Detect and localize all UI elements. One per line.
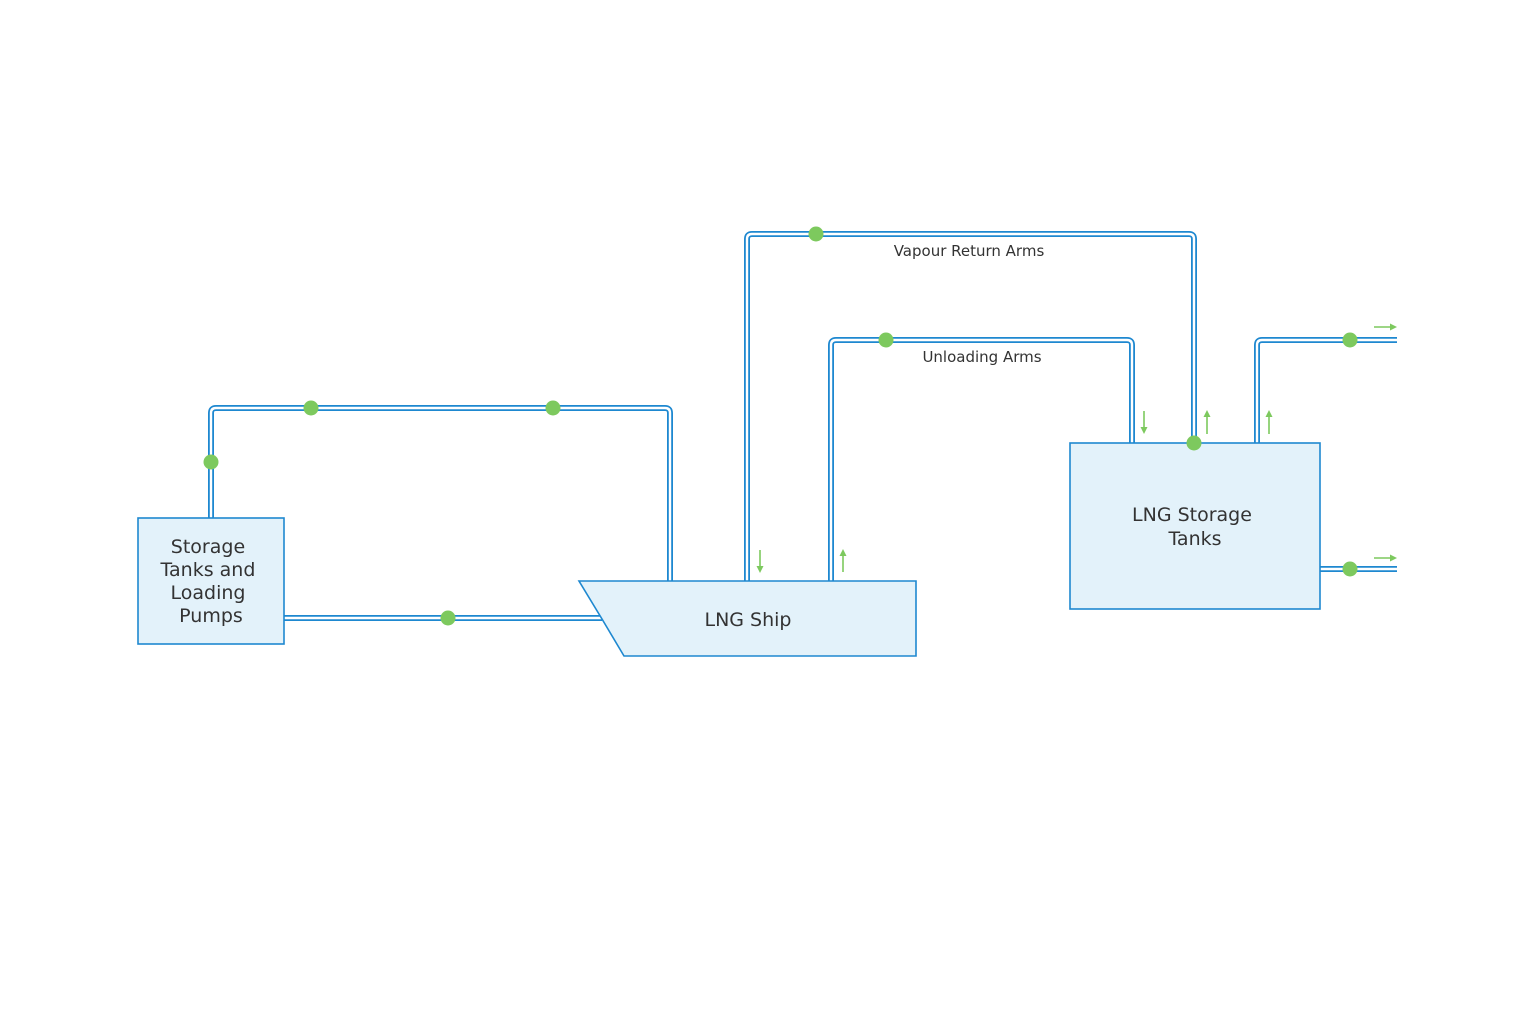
pipes — [208, 231, 1397, 621]
valve-icon[interactable] — [1342, 332, 1358, 348]
pipe-vapour-return — [744, 231, 1197, 581]
flow-arrows — [756, 323, 1397, 573]
valve-icon[interactable] — [1186, 435, 1202, 451]
valve-icon[interactable] — [808, 226, 824, 242]
pipe-send-out-top — [1254, 337, 1397, 443]
valve-icon[interactable] — [545, 400, 561, 416]
pipe-label-unloading: Unloading Arms — [922, 348, 1041, 366]
valve-icon[interactable] — [303, 400, 319, 416]
node-lng-ship[interactable]: LNG Ship — [577, 580, 917, 657]
arrow-down-icon — [756, 550, 764, 573]
arrow-up-icon — [839, 549, 847, 572]
pipe-label-vapour-return: Vapour Return Arms — [894, 242, 1045, 260]
pipe-storage-to-ship-top — [208, 405, 673, 581]
node-lng-storage-label: LNG Storage Tanks — [1132, 504, 1258, 550]
valve-icon[interactable] — [203, 454, 219, 470]
node-storage-label-line: Loading — [170, 582, 245, 604]
arrow-down-icon — [1140, 411, 1148, 434]
node-lng-storage-label-line: Tanks — [1167, 528, 1221, 550]
node-storage-label: Storage Tanks and Loading Pumps — [160, 536, 262, 627]
node-storage-tanks-loading-pumps[interactable]: Storage Tanks and Loading Pumps — [137, 517, 285, 645]
arrow-right-icon — [1374, 323, 1397, 331]
arrow-right-icon — [1374, 554, 1397, 562]
arrow-up-icon — [1203, 410, 1211, 434]
node-storage-label-line: Tanks and — [160, 559, 256, 581]
node-lng-storage-label-line: LNG Storage — [1132, 504, 1252, 526]
node-storage-label-line: Storage — [171, 536, 245, 558]
valve-icon[interactable] — [1342, 561, 1358, 577]
pipe-unloading — [828, 337, 1135, 581]
node-lng-storage-tanks[interactable]: LNG Storage Tanks — [1069, 442, 1321, 610]
valve-icon[interactable] — [878, 332, 894, 348]
node-storage-label-line: Pumps — [179, 605, 243, 627]
node-ship-label: LNG Ship — [704, 609, 791, 631]
valves — [203, 226, 1358, 626]
arrow-up-icon — [1265, 410, 1273, 434]
valve-icon[interactable] — [440, 610, 456, 626]
